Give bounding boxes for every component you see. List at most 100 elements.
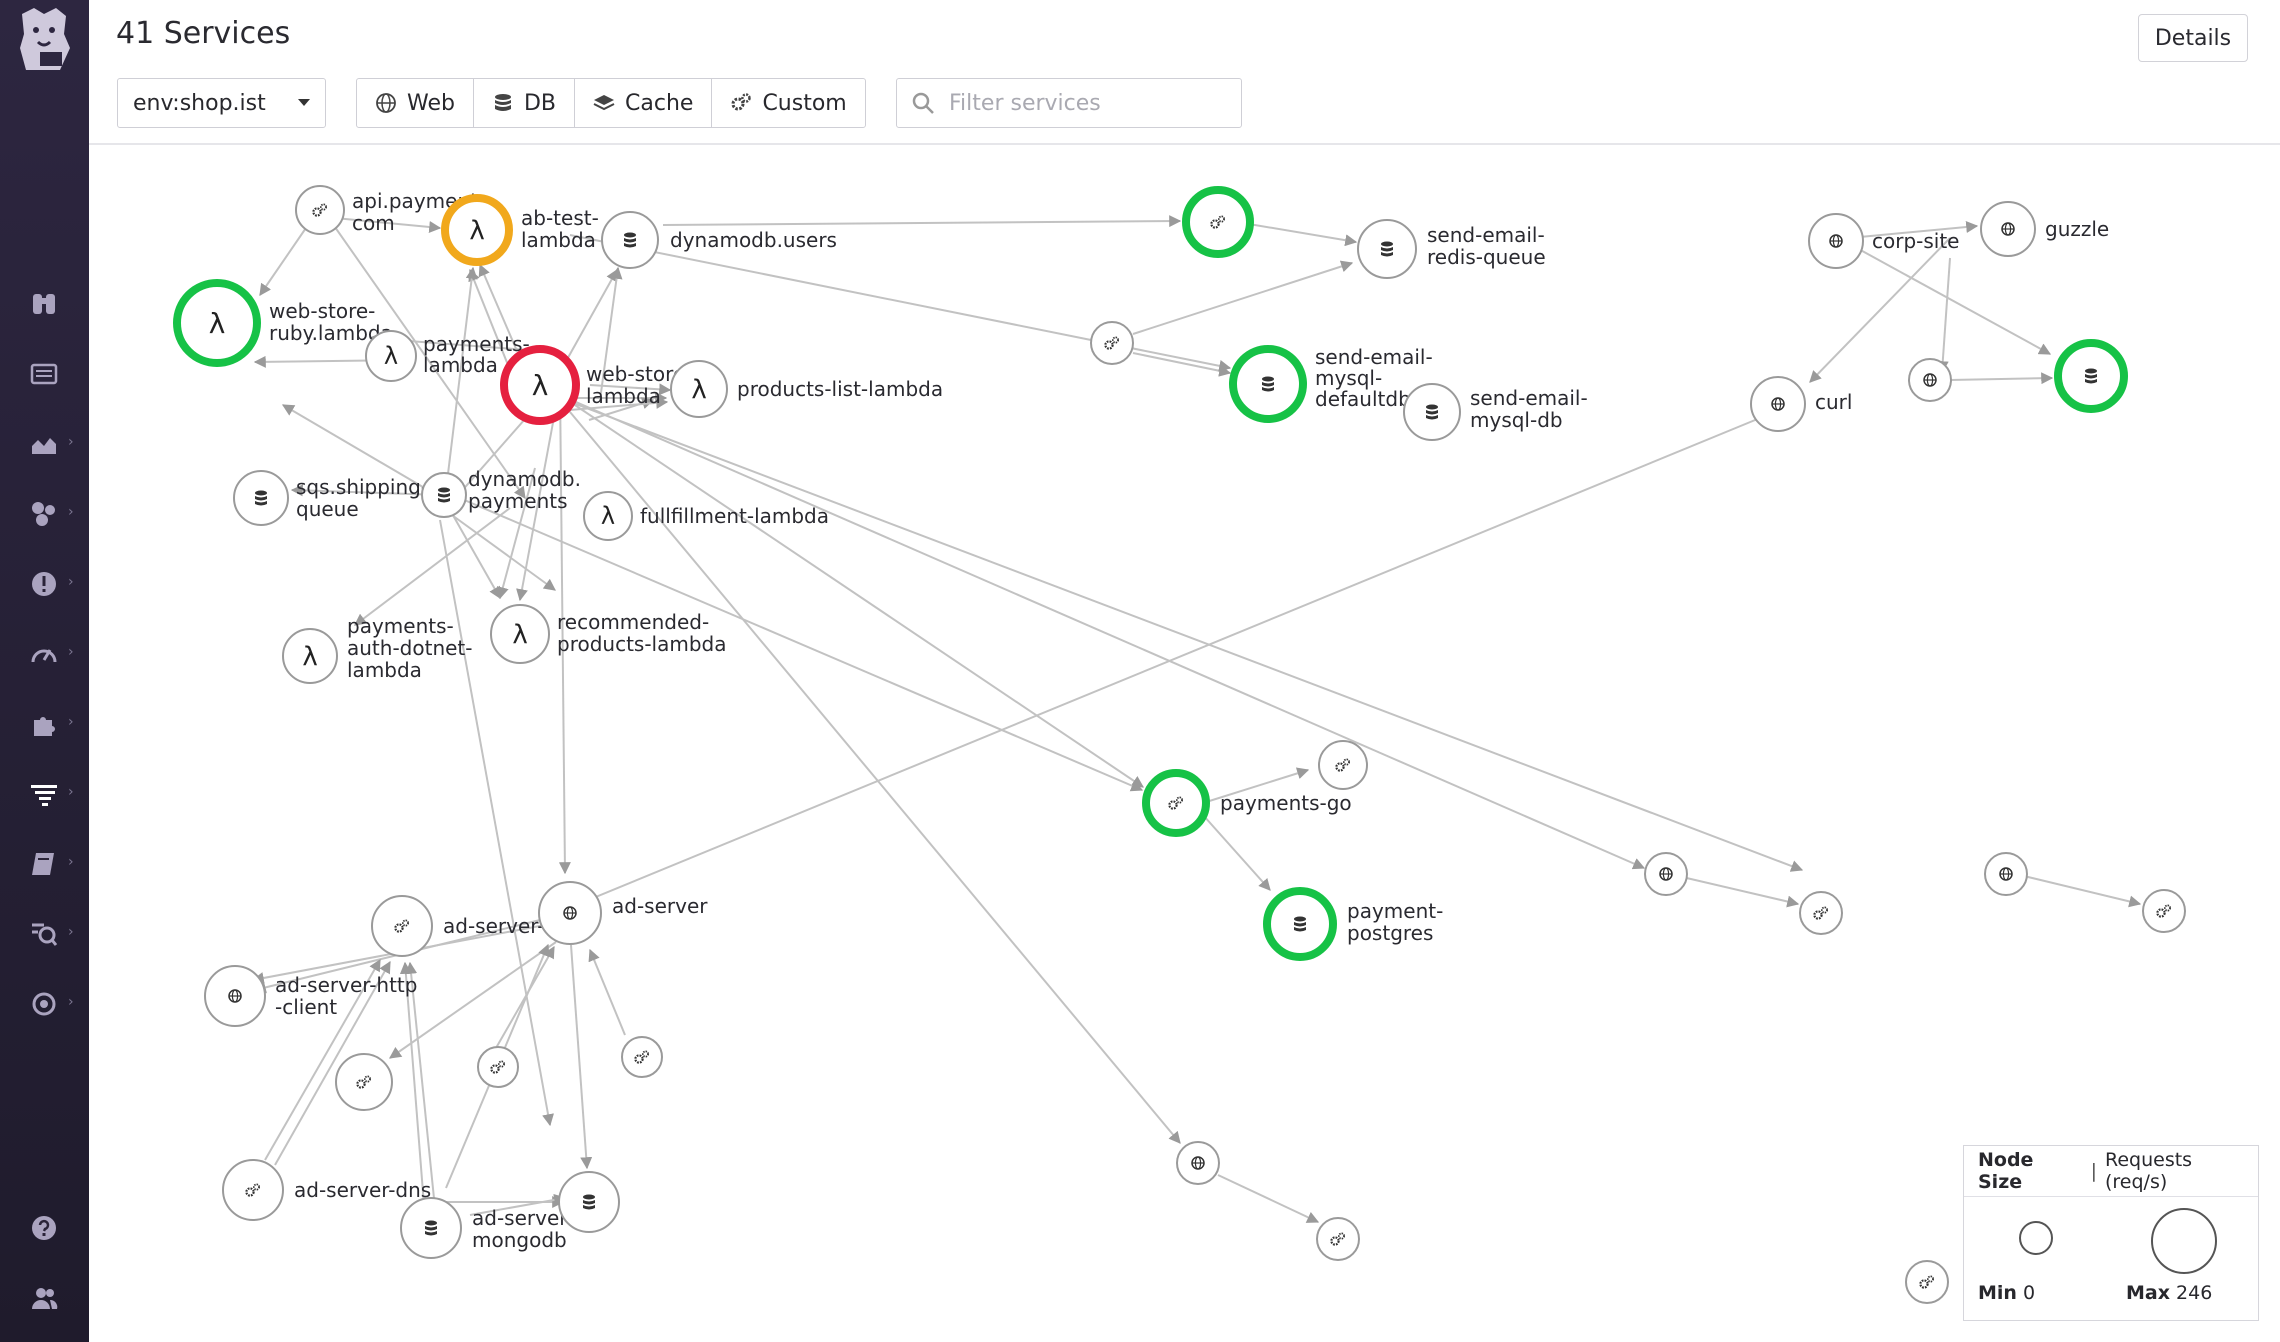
node-label-dynamodb-users: dynamodb.users: [670, 228, 837, 252]
service-node-db-1[interactable]: [2054, 339, 2128, 413]
service-node-web-3[interactable]: [1984, 852, 2028, 896]
sidebar-item-dashboards[interactable]: ›: [0, 416, 89, 472]
service-node-ad-server-http-client[interactable]: ad-server-http -client: [204, 965, 417, 1027]
header-divider: [89, 143, 2280, 145]
filter-web-button[interactable]: Web: [357, 79, 474, 127]
service-node-custom-10[interactable]: [1905, 1260, 1949, 1304]
service-node-payment-postgres[interactable]: payment- postgres: [1263, 887, 1443, 961]
node-label-ab-test-line2: lambda: [521, 228, 596, 252]
legend-min-circle: [2019, 1221, 2053, 1255]
node-label-api-payment-line2: com: [352, 211, 395, 235]
layers-icon: [593, 95, 615, 111]
service-node-web-2[interactable]: [1644, 852, 1688, 896]
service-node-custom-2[interactable]: [1090, 321, 1134, 365]
service-node-corp-site[interactable]: corp-site: [1808, 213, 1960, 269]
notebook-icon: [32, 853, 54, 875]
node-label-fullfillment: fullfillment-lambda: [640, 504, 829, 528]
sidebar-item-security[interactable]: ›: [0, 976, 89, 1032]
node-label-guzzle: guzzle: [2045, 217, 2109, 241]
legend-min-value: 0: [2023, 1282, 2036, 1304]
sidebar-item-synthetics[interactable]: ›: [0, 906, 89, 962]
service-node-dynamodb-users[interactable]: dynamodb.users: [601, 211, 837, 269]
service-node-web-store-ruby[interactable]: λ web-store- ruby.lambda: [173, 279, 393, 367]
chevron-right-icon: ›: [68, 854, 74, 870]
sidebar-item-watchdog[interactable]: [0, 276, 89, 332]
lambda-icon: λ: [691, 375, 706, 405]
node-label-payment-postgres-line2: postgres: [1347, 921, 1433, 945]
service-node-web-4[interactable]: [1176, 1141, 1220, 1185]
service-node-guzzle[interactable]: guzzle: [1980, 201, 2109, 257]
service-node-payments-auth-dotnet-lambda[interactable]: λ payments- auth-dotnet- lambda: [282, 614, 472, 684]
filter-custom-button[interactable]: Custom: [712, 79, 864, 127]
sidebar-item-apm[interactable]: ›: [0, 766, 89, 822]
sidebar-item-infrastructure[interactable]: ›: [0, 486, 89, 542]
service-node-custom-4[interactable]: [1799, 891, 1843, 935]
sidebar-item-integrations[interactable]: ›: [0, 696, 89, 752]
env-select[interactable]: env:shop.ist: [117, 78, 326, 128]
service-node-send-email-redis-queue[interactable]: send-email- redis-queue: [1357, 219, 1546, 279]
database-icon: [438, 487, 450, 503]
database-icon: [255, 490, 267, 506]
service-node-recommended-products-lambda[interactable]: λ recommended- products-lambda: [490, 604, 727, 664]
legend-header: Node Size | Requests (req/s): [1964, 1146, 2258, 1197]
node-label-web-store-lambda-line2: lambda: [586, 384, 661, 408]
filter-custom-label: Custom: [762, 90, 847, 116]
service-node-curl[interactable]: curl: [1750, 376, 1852, 432]
service-node-custom-1[interactable]: [1182, 186, 1254, 258]
service-node-fullfillment-lambda[interactable]: λ fullfillment-lambda: [583, 491, 829, 541]
search-input[interactable]: [947, 89, 1231, 117]
service-node-payments-lambda[interactable]: λ payments- lambda: [365, 330, 530, 382]
service-node-send-email-mysql-defaultdb[interactable]: send-email- mysql- defaultdb: [1229, 345, 1433, 423]
team-icon: [32, 1288, 58, 1309]
node-size-legend: Node Size | Requests (req/s) Min 0 Max 2…: [1963, 1145, 2259, 1321]
lambda-icon: λ: [601, 502, 615, 530]
service-edges: [251, 215, 2142, 1223]
security-icon: [32, 992, 56, 1016]
node-label-payments-lambda-line2: lambda: [423, 353, 498, 377]
service-node-ad-server[interactable]: ad-server: [538, 881, 708, 945]
service-node-ad-server-mongodb[interactable]: ad-server- mongodb: [400, 1197, 573, 1259]
filter-cache-button[interactable]: Cache: [575, 79, 713, 127]
node-label-payment-postgres-line1: payment-: [1347, 899, 1443, 923]
sidebar-item-notebooks[interactable]: ›: [0, 836, 89, 892]
lambda-icon: λ: [532, 369, 549, 402]
sidebar-item-team[interactable]: [0, 1270, 89, 1326]
details-button[interactable]: Details: [2138, 14, 2248, 62]
lambda-icon: λ: [469, 216, 484, 246]
service-node-custom-9[interactable]: [1316, 1217, 1360, 1261]
service-node-custom-7[interactable]: [477, 1046, 519, 1088]
service-node-custom-6[interactable]: [335, 1053, 393, 1111]
sidebar-item-monitors[interactable]: ›: [0, 556, 89, 612]
service-node-db-2[interactable]: [558, 1171, 620, 1233]
database-icon: [425, 1220, 437, 1236]
service-node-products-list-lambda[interactable]: λ products-list-lambda: [670, 360, 943, 418]
database-icon: [1294, 916, 1306, 932]
node-label-payments-go: payments-go: [1220, 791, 1352, 815]
service-nodes: api.payment. com λ ab-test- lambda dynam…: [173, 185, 2186, 1304]
service-node-custom-3[interactable]: [1318, 740, 1368, 790]
service-node-web-store-lambda[interactable]: λ web-store- lambda: [500, 345, 692, 425]
database-icon: [494, 94, 511, 111]
service-node-custom-5[interactable]: [2142, 889, 2186, 933]
node-label-corp-site: corp-site: [1872, 229, 1960, 253]
node-label-ad-server-http-line2: -client: [275, 995, 337, 1019]
service-node-sqs-shipping-queue[interactable]: sqs.shipping- queue: [233, 470, 428, 526]
service-node-custom-8[interactable]: [621, 1036, 663, 1078]
puzzle-icon: [34, 717, 55, 736]
sidebar-item-metrics[interactable]: ›: [0, 626, 89, 682]
database-icon: [583, 1194, 595, 1210]
service-node-dynamodb-payments[interactable]: dynamodb. payments: [421, 467, 581, 518]
datadog-logo[interactable]: [14, 4, 76, 74]
filter-db-button[interactable]: DB: [474, 79, 576, 127]
node-label-products-list: products-list-lambda: [737, 377, 943, 401]
node-label-sqs-shipping-line2: queue: [296, 497, 359, 521]
service-node-payments-go[interactable]: payments-go: [1142, 769, 1352, 837]
service-node-ad-server-dns[interactable]: ad-server-dns: [222, 1159, 431, 1221]
service-node-web-1[interactable]: [1908, 358, 1952, 402]
node-label-recommended-line2: products-lambda: [557, 632, 727, 656]
sidebar-item-events[interactable]: [0, 346, 89, 402]
node-label-payments-auth-line3: lambda: [347, 658, 422, 682]
sidebar-item-help[interactable]: [0, 1200, 89, 1256]
service-node-send-email-mysql-db[interactable]: send-email- mysql-db: [1403, 383, 1588, 441]
service-node-ab-test-lambda[interactable]: λ ab-test- lambda: [441, 194, 599, 266]
